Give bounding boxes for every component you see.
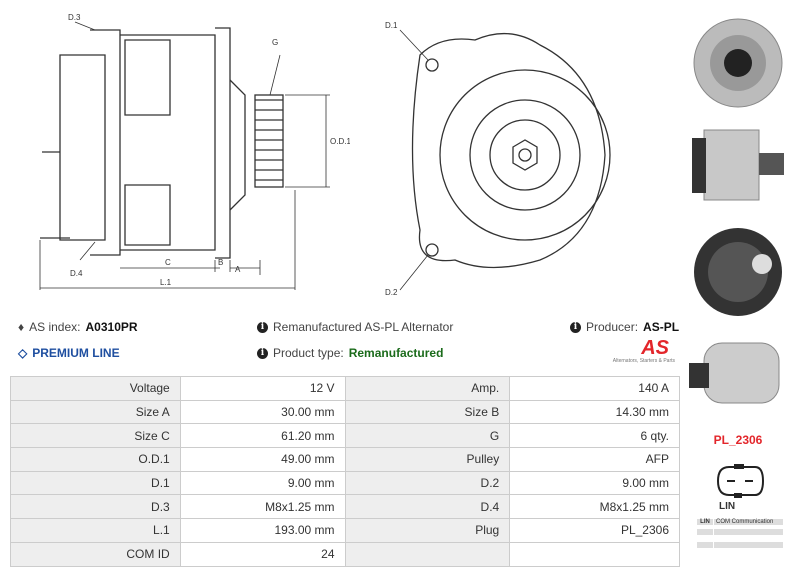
svg-text:D.1: D.1 [385, 21, 398, 30]
info-icon: i [257, 321, 268, 333]
plug-type: LIN [719, 501, 736, 512]
label-d3: D.3 [68, 13, 81, 22]
spec-value: 24 [179, 541, 346, 567]
spec-value: AFP [509, 447, 680, 472]
spec-label: Size C [10, 423, 181, 449]
alternator-side-drawing: D.3 D.4 G O.D.1 C B A L.1 [39, 13, 350, 290]
spec-value: 9.00 mm [179, 470, 346, 496]
svg-text:C: C [165, 258, 171, 267]
spec-label: Plug [344, 518, 511, 543]
spec-value: M8x1.25 mm [509, 494, 680, 520]
spec-value: 9.00 mm [509, 470, 680, 496]
spec-label: D.2 [344, 470, 511, 496]
spec-value: 30.00 mm [179, 399, 346, 425]
spec-label: Voltage [10, 376, 181, 401]
svg-text:L.1: L.1 [160, 278, 172, 287]
spec-value: 6 qty. [509, 423, 680, 449]
spec-label: Pulley [344, 447, 511, 472]
svg-text:G: G [272, 38, 278, 47]
spec-label: G [344, 423, 511, 449]
product-photo-front[interactable] [684, 5, 792, 108]
spec-label: D.4 [344, 494, 511, 520]
spec-label: L.1 [10, 518, 181, 543]
spec-value [509, 541, 680, 567]
svg-text:D.2: D.2 [385, 288, 398, 297]
product-photo-rear[interactable] [684, 222, 792, 320]
premium-line-badge: ◇PREMIUM LINE [18, 346, 120, 360]
tag-icon: ♦ [18, 320, 25, 334]
as-index: ♦ AS index:A0310PR [18, 320, 138, 334]
spec-label: D.1 [10, 470, 181, 496]
svg-text:A: A [235, 265, 241, 274]
spec-label: D.3 [10, 494, 181, 520]
spec-label [344, 541, 511, 567]
product-photo-side[interactable] [684, 118, 792, 216]
spec-value: 61.20 mm [179, 423, 346, 449]
spec-value: M8x1.25 mm [179, 494, 346, 520]
info-icon: i [257, 347, 268, 359]
diamond-icon: ◇ [18, 346, 28, 360]
info-icon: i [570, 321, 581, 333]
spec-label: Amp. [344, 376, 511, 401]
as-logo: AS Alternators, Starters & Parts [612, 337, 675, 364]
spec-label: O.D.1 [10, 447, 181, 472]
alternator-front-drawing: D.1 D.2 [385, 21, 611, 297]
spec-value: 49.00 mm [179, 447, 346, 472]
spec-label: Size A [10, 399, 181, 425]
svg-text:B: B [218, 258, 223, 267]
spec-value: PL_2306 [509, 518, 680, 543]
spec-value: 14.30 mm [509, 399, 680, 425]
svg-text:D.4: D.4 [70, 269, 83, 278]
svg-text:O.D.1: O.D.1 [330, 137, 350, 146]
plug-name: PL_2306 [713, 433, 763, 447]
spec-value: 12 V [179, 376, 346, 401]
spec-label: COM ID [10, 541, 181, 567]
spec-value: 140 A [509, 376, 680, 401]
plug-connector-icon [716, 464, 765, 498]
spec-value: 193.00 mm [179, 518, 346, 543]
spec-label: Size B [344, 399, 511, 425]
product-photo-angle[interactable] [684, 333, 792, 431]
